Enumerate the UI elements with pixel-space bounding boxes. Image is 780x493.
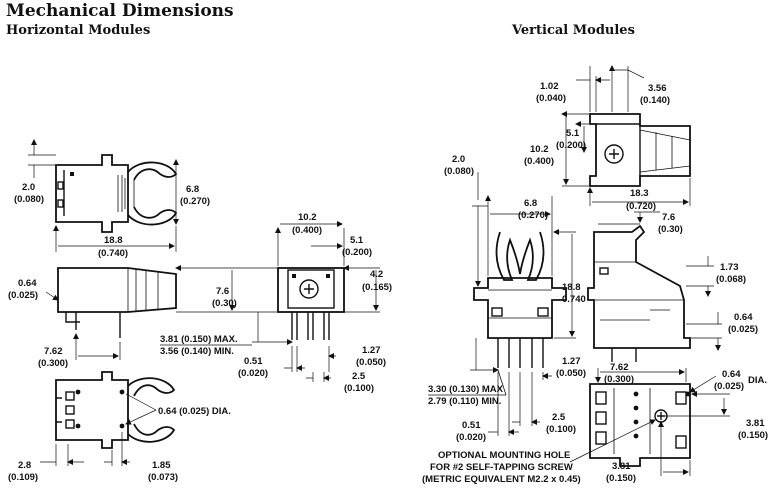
v-dim-2-0-in: (0.080) (444, 166, 474, 177)
v-dim-1-27-in: (0.050) (556, 368, 586, 379)
v-dim-6-8-in: (0.270) (518, 210, 548, 221)
v-dim-3-56-in: (0.140) (640, 95, 670, 106)
h-dim-7-62: 7.62 (44, 346, 63, 357)
h-dim-2-5: 2.5 (352, 371, 366, 382)
h-dim-5-1-in: (0.200) (342, 247, 372, 258)
v-note-line3: (METRIC EQUIVALENT M2.2 x 0.45) (422, 474, 581, 485)
h-dim-4-2: 4.2 (370, 269, 383, 280)
v-dim-5-1: 5.1 (566, 128, 580, 139)
v-dim-0-64-in: (0.025) (728, 324, 758, 335)
horizontal-side-view (57, 267, 177, 338)
v-dim-18-8: 18.8 (562, 282, 581, 293)
v-lead-max: 3.30 (0.130) MAX (428, 384, 504, 395)
h-dim-0-51-in: (0.020) (238, 368, 268, 379)
v-dim-3-81-r-in: (0.150) (738, 430, 768, 441)
h-dim-5-1: 5.1 (350, 235, 364, 246)
v-dim-7-6: 7.6 (662, 212, 675, 223)
v-note-line2: FOR #2 SELF-TAPPING SCREW (430, 462, 573, 473)
h-dim-10-2-in: (0.400) (292, 225, 322, 236)
horizontal-top-view (55, 154, 178, 233)
h-dim-2-0-in: (0.080) (14, 194, 44, 205)
h-dim-1-85: 1.85 (152, 460, 171, 471)
v-dim-7-62: 7.62 (610, 362, 629, 373)
v-dim-18-3: 18.3 (630, 188, 649, 199)
h-dim-6-8-in: (0.270) (180, 196, 210, 207)
v-dim-1-02: 1.02 (540, 81, 559, 92)
h-dim-7-6: 7.6 (216, 286, 229, 297)
horizontal-end-view (277, 267, 345, 340)
h-dim-7-6-in: (0.30) (212, 298, 237, 309)
v-dim-3-81-b-in: (0.150) (606, 473, 636, 484)
v-lead-min: 2.79 (0.110) MIN. (428, 396, 501, 407)
h-dia: 0.64 (0.025) DIA. (158, 406, 231, 417)
h-lead-max: 3.81 (0.150) MAX. (160, 334, 238, 345)
h-dim-0-64-in: (0.025) (8, 290, 38, 301)
v-dim-10-2: 10.2 (530, 144, 549, 155)
h-dim-10-2: 10.2 (298, 212, 317, 223)
vertical-top-view (589, 113, 691, 187)
page-title: Mechanical Dimensions (6, 1, 234, 21)
v-note-line1: OPTIONAL MOUNTING HOLE (438, 450, 570, 461)
v-dim-7-6-in: (0.30) (658, 224, 683, 235)
horizontal-modules-title: Horizontal Modules (6, 23, 151, 38)
vertical-bottom-view (589, 383, 691, 467)
h-dim-2-5-in: (0.100) (344, 383, 374, 394)
h-dim-2-8: 2.8 (18, 460, 31, 471)
h-dim-0-51: 0.51 (244, 356, 263, 367)
h-dim-18-8-in: (0.740) (98, 248, 128, 259)
v-dim-6-8: 6.8 (524, 198, 537, 209)
v-dim-0-51-in: (0.020) (456, 432, 486, 443)
horizontal-bottom-view (55, 371, 176, 449)
v-dim-0-64: 0.64 (734, 312, 753, 323)
h-dim-2-8-in: (0.109) (8, 472, 38, 483)
v-dim-3-81-b: 3.81 (612, 461, 631, 472)
v-dim-3-56: 3.56 (648, 83, 667, 94)
v-dim-1-27: 1.27 (562, 356, 581, 367)
h-dim-1-27: 1.27 (362, 345, 381, 356)
h-lead-min: 3.56 (0.140) MIN. (160, 346, 234, 357)
v-dim-7-62-in: (0.300) (604, 374, 634, 385)
v-dim-0-64-dia: 0.64 (722, 369, 741, 380)
vertical-modules-title: Vertical Modules (512, 23, 635, 38)
h-dim-0-64: 0.64 (18, 278, 37, 289)
v-dim-0-51: 0.51 (462, 420, 481, 431)
v-dim-1-02-in: (0.040) (536, 93, 566, 104)
vertical-side-view (587, 224, 691, 362)
h-dim-1-27-in: (0.050) (356, 357, 386, 368)
v-dim-2-5: 2.5 (552, 412, 566, 423)
h-dim-18-8: 18.8 (104, 235, 123, 246)
h-dim-7-62-in: (0.300) (38, 358, 68, 369)
v-dim-2-0: 2.0 (452, 154, 465, 165)
v-dim-10-2-in: (0.400) (524, 156, 554, 167)
v-dim-18-3-in: (0.720) (626, 201, 656, 212)
h-dim-1-85-in: (0.073) (148, 472, 178, 483)
v-dia: DIA. (748, 375, 767, 386)
v-dim-18-8-in: 0.740 (562, 294, 586, 305)
h-dim-2-0: 2.0 (22, 182, 35, 193)
h-dim-6-8: 6.8 (186, 184, 199, 195)
v-dim-2-5-in: (0.100) (546, 424, 576, 435)
v-dim-3-81-r: 3.81 (746, 418, 765, 429)
v-dim-5-1-in: (0.200) (556, 140, 586, 151)
v-dim-0-64-dia-in: (0.025) (714, 381, 744, 392)
v-dim-1-73: 1.73 (720, 262, 739, 273)
h-dim-4-2-in: (0.165) (362, 282, 392, 293)
v-dim-1-73-in: (0.068) (716, 274, 746, 285)
